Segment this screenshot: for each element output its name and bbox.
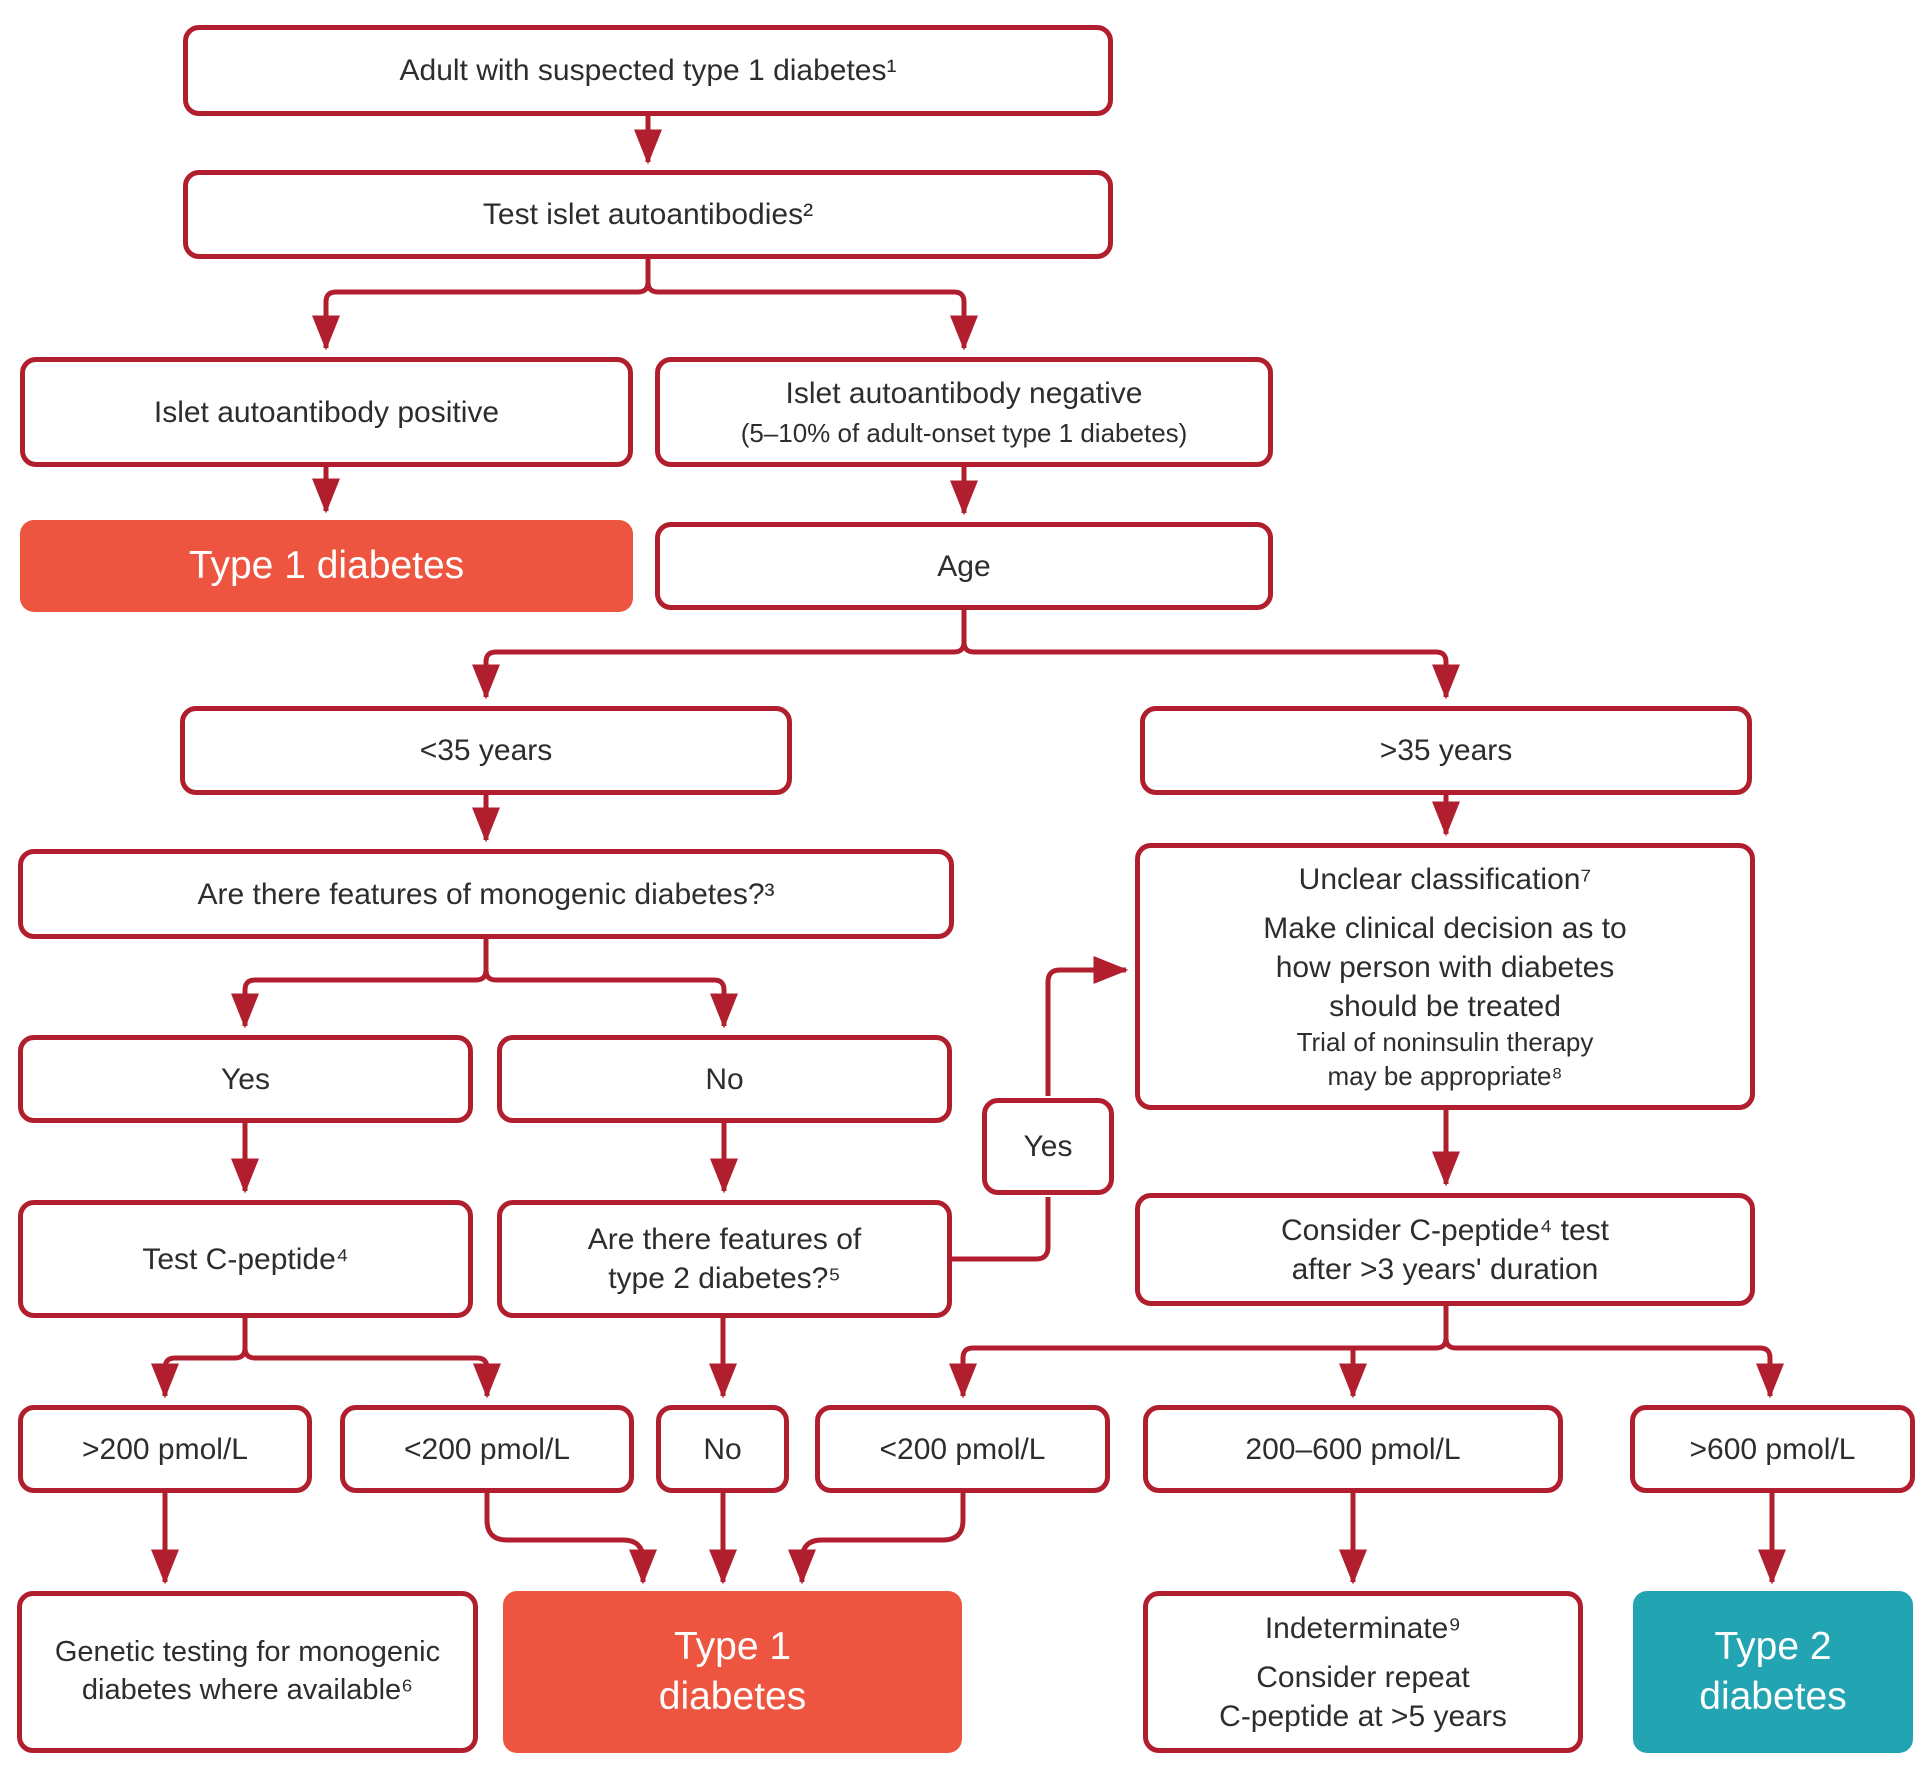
connector-considercpeptide-gt600 xyxy=(1443,1306,1784,1399)
node-type1-diabetes-bottom-line1: Type 1 xyxy=(673,1625,792,1669)
node-type2-no-label: No xyxy=(703,1432,742,1466)
node-type2-yes-label: Yes xyxy=(1023,1130,1073,1163)
node-unclear-body-line2: how person with diabetes xyxy=(1275,950,1615,984)
node-age: Age xyxy=(655,522,1273,610)
connector-age-under35 xyxy=(472,610,967,700)
connector-monogenicq-yes xyxy=(231,939,489,1029)
node-type2-diabetes: Type 2 diabetes xyxy=(1633,1591,1913,1753)
node-unclear-classification: Unclear classification⁷ Make clinical de… xyxy=(1135,843,1755,1110)
connector-testcpeptide-gt200 xyxy=(151,1318,248,1399)
node-type1-diabetes-bottom: Type 1 diabetes xyxy=(503,1591,962,1753)
node-type1-diabetes-bottom-line2: diabetes xyxy=(658,1675,807,1718)
node-monogenic-yes-label: Yes xyxy=(221,1062,270,1096)
connector-testcpeptide-lt200left xyxy=(242,1318,501,1399)
node-consider-cpeptide-line1: Consider C-peptide⁴ test xyxy=(1280,1213,1610,1247)
node-lt200-pmol-right-label: <200 pmol/L xyxy=(879,1432,1046,1466)
node-under-35-years-label: <35 years xyxy=(419,734,553,767)
node-under-35-years: <35 years xyxy=(180,706,792,795)
node-type2-yes: Yes xyxy=(982,1098,1114,1195)
node-type2-question: Are there features of type 2 diabetes?⁵ xyxy=(497,1200,952,1318)
node-islet-negative: Islet autoantibody negative (5–10% of ad… xyxy=(655,357,1273,467)
node-monogenic-no-label: No xyxy=(705,1062,744,1096)
connector-monogenicq-no xyxy=(483,939,738,1029)
node-genetic-testing-line2: diabetes where available⁶ xyxy=(81,1674,414,1706)
node-200-600-pmol-label: 200–600 pmol/L xyxy=(1245,1432,1461,1466)
connector-considercpeptide-lt200right xyxy=(949,1306,1449,1399)
connector-yessmall-unclear xyxy=(1045,956,1129,1096)
node-monogenic-question: Are there features of monogenic diabetes… xyxy=(18,849,954,939)
node-type2-diabetes-line1: Type 2 xyxy=(1714,1625,1832,1669)
node-type1-diabetes-left-label: Type 1 diabetes xyxy=(188,544,465,588)
node-islet-positive: Islet autoantibody positive xyxy=(20,357,633,467)
node-test-islet-label: Test islet autoantibodies² xyxy=(482,198,814,231)
node-indeterminate-title: Indeterminate⁹ xyxy=(1264,1611,1462,1645)
node-test-cpeptide: Test C-peptide⁴ xyxy=(18,1200,473,1318)
node-indeterminate: Indeterminate⁹ Consider repeat C-peptide… xyxy=(1143,1591,1583,1753)
node-lt200-pmol-left: <200 pmol/L xyxy=(340,1405,634,1493)
node-type1-diabetes-left: Type 1 diabetes xyxy=(20,520,633,612)
node-genetic-testing: Genetic testing for monogenic diabetes w… xyxy=(17,1591,478,1753)
connector-lt200right-type1bottom xyxy=(788,1493,966,1585)
connector-lt200left-type1bottom xyxy=(484,1493,657,1585)
connector-age-over35 xyxy=(961,610,1460,700)
node-gt600-pmol-label: >600 pmol/L xyxy=(1689,1432,1856,1466)
node-test-islet: Test islet autoantibodies² xyxy=(183,170,1113,259)
node-islet-positive-label: Islet autoantibody positive xyxy=(153,395,500,429)
node-unclear-body-line1: Make clinical decision as to xyxy=(1263,911,1627,945)
node-lt200-pmol-right: <200 pmol/L xyxy=(815,1405,1110,1493)
node-over-35-years: >35 years xyxy=(1140,706,1752,795)
node-lt200-pmol-left-label: <200 pmol/L xyxy=(404,1432,570,1466)
node-gt200-pmol-label: >200 pmol/L xyxy=(82,1432,248,1466)
node-indeterminate-line2: C-peptide at >5 years xyxy=(1219,1699,1507,1733)
node-consider-cpeptide: Consider C-peptide⁴ test after >3 years'… xyxy=(1135,1193,1755,1306)
node-gt200-pmol: >200 pmol/L xyxy=(18,1405,312,1493)
node-unclear-title: Unclear classification⁷ xyxy=(1298,862,1592,896)
node-test-cpeptide-label: Test C-peptide⁴ xyxy=(142,1242,349,1276)
node-monogenic-no: No xyxy=(497,1035,952,1123)
node-monogenic-question-label: Are there features of monogenic diabetes… xyxy=(197,877,775,911)
node-indeterminate-line1: Consider repeat xyxy=(1256,1660,1470,1694)
connector-testislet-isletpositive xyxy=(312,259,651,351)
node-islet-negative-title: Islet autoantibody negative xyxy=(785,376,1143,410)
node-monogenic-yes: Yes xyxy=(18,1035,473,1123)
node-unclear-note-line1: Trial of noninsulin therapy xyxy=(1296,1026,1594,1057)
node-unclear-note-line2: may be appropriate⁸ xyxy=(1327,1060,1563,1091)
connector-testislet-isletnegative xyxy=(645,259,978,351)
node-genetic-testing-line1: Genetic testing for monogenic xyxy=(54,1636,441,1669)
node-type2-no: No xyxy=(656,1405,789,1493)
connector-type2q-yessmall xyxy=(952,1197,1051,1262)
node-type2-question-line1: Are there features of xyxy=(587,1223,862,1256)
node-type2-question-line2: type 2 diabetes?⁵ xyxy=(608,1262,841,1295)
node-gt600-pmol: >600 pmol/L xyxy=(1630,1405,1915,1493)
node-age-label: Age xyxy=(937,549,991,583)
node-adult-label: Adult with suspected type 1 diabetes¹ xyxy=(399,54,897,87)
node-adult: Adult with suspected type 1 diabetes¹ xyxy=(183,25,1113,116)
node-consider-cpeptide-line2: after >3 years' duration xyxy=(1291,1252,1599,1286)
node-200-600-pmol: 200–600 pmol/L xyxy=(1143,1405,1563,1493)
node-unclear-body-line3: should be treated xyxy=(1329,989,1561,1023)
node-islet-negative-subtitle: (5–10% of adult-onset type 1 diabetes) xyxy=(740,417,1188,448)
node-over-35-years-label: >35 years xyxy=(1379,734,1513,767)
node-type2-diabetes-line2: diabetes xyxy=(1699,1675,1847,1718)
